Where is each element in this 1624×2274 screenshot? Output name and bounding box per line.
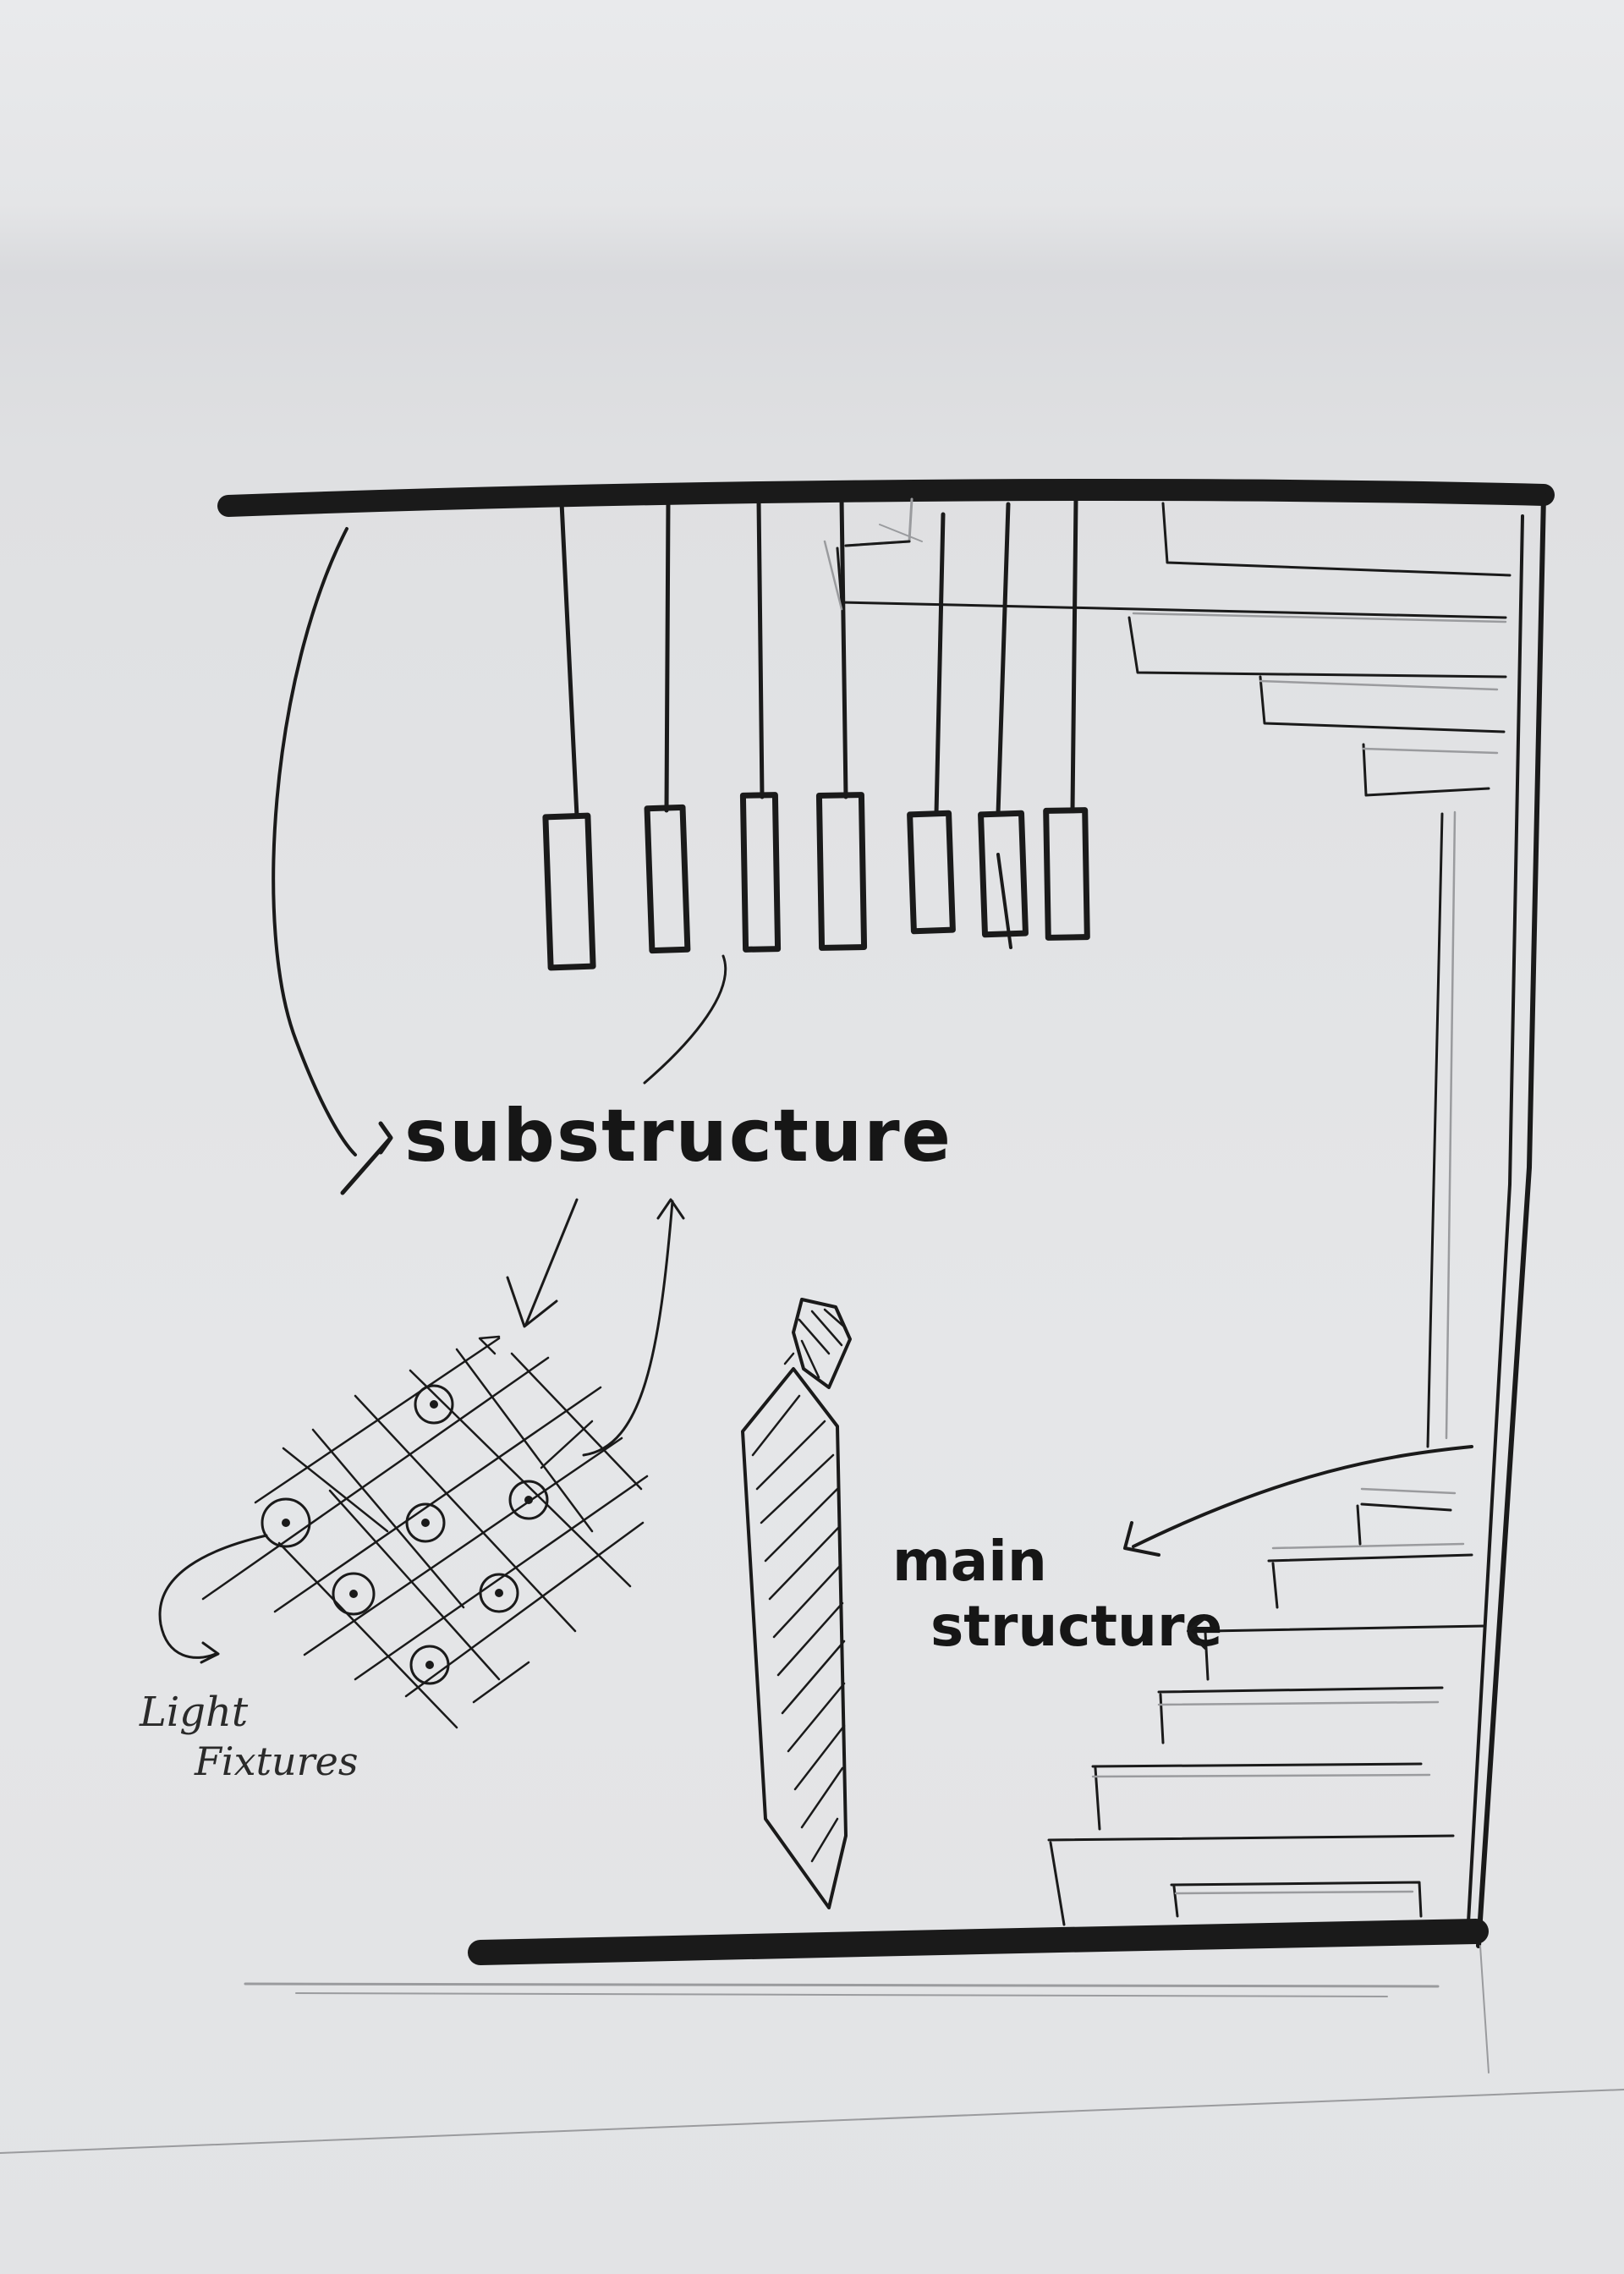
leader-curve-pendants xyxy=(643,954,727,1085)
light-fixture xyxy=(332,1572,376,1616)
light-label: Light xyxy=(139,1689,249,1736)
pendant-light xyxy=(978,502,1029,949)
light-fixture xyxy=(414,1384,454,1425)
hatched-column xyxy=(741,1298,852,1909)
arrow-from-grid xyxy=(582,1198,685,1457)
light-fixture xyxy=(405,1502,446,1543)
floor-slab xyxy=(468,1919,1489,1965)
arrow-to-grid xyxy=(506,1198,579,1328)
right-wall-inner xyxy=(1466,514,1524,1939)
arrowhead-left xyxy=(340,1121,393,1195)
pendant-light xyxy=(815,497,868,951)
pendant-light xyxy=(1043,497,1090,941)
pendant-light xyxy=(907,512,956,935)
substructure-label: substructure xyxy=(404,1094,952,1178)
ceiling-slab xyxy=(217,479,1555,517)
light-fixture xyxy=(508,1480,549,1520)
pendant-light xyxy=(542,500,596,971)
leader-light-fixtures xyxy=(158,1534,268,1664)
right-wall-outer xyxy=(1476,492,1546,1948)
light-fixtures xyxy=(261,1384,549,1685)
lower-steps xyxy=(1047,1487,1486,1926)
upper-steps xyxy=(823,497,1512,1448)
light-fixture xyxy=(409,1645,450,1685)
main-label: main xyxy=(892,1529,1047,1594)
pendant-light xyxy=(739,498,782,953)
leader-curve-left xyxy=(272,527,357,1156)
arrow-main-structure xyxy=(1123,1445,1473,1557)
wall-pencil-drop xyxy=(1479,1945,1490,2074)
paper-edge-line xyxy=(0,2089,1624,2154)
pendant-light xyxy=(644,500,691,954)
light-fixture xyxy=(479,1573,519,1613)
pendant-group xyxy=(542,497,1090,971)
light-fixture xyxy=(261,1497,311,1548)
fixtures-label: Fixtures xyxy=(194,1738,359,1784)
structure-label: structure xyxy=(930,1594,1222,1659)
ceiling-grid-plan xyxy=(201,1335,649,1729)
arrow-structure-step xyxy=(1187,1616,1207,1650)
